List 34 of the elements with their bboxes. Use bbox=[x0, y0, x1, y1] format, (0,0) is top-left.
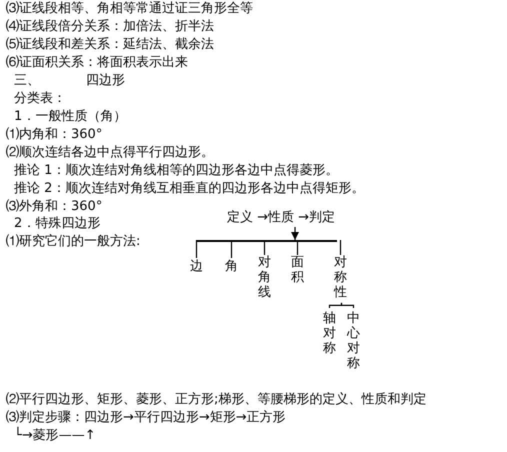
text-line: 三、 bbox=[14, 73, 40, 89]
connector-line bbox=[340, 240, 342, 255]
branch-text: 对称性 bbox=[334, 256, 347, 301]
branch-text: 对角线 bbox=[258, 256, 271, 301]
connector-line bbox=[340, 302, 354, 308]
branch-text: 边 bbox=[190, 259, 203, 275]
text-line: 推论 1：顺次连结对角线相等的四边形各边中点得菱形。 bbox=[14, 163, 338, 179]
arrow bbox=[291, 227, 300, 240]
branch-text: 面积 bbox=[291, 256, 304, 286]
connector-line bbox=[230, 240, 232, 258]
text-line: ⑶证线段相等、角相等常通过证三角形全等 bbox=[6, 1, 253, 17]
method-flow-text: 定义 →性质 →判定 bbox=[227, 210, 336, 226]
text-line: 推论 2：顺次连结对角线互相垂直的四边形各边中点得矩形。 bbox=[14, 181, 364, 197]
text-line: ⑵平行四边形、矩形、菱形、正方形;梯形、等腰梯形的定义、性质和判定 bbox=[6, 392, 426, 408]
text-line: ⑶外角和：360° bbox=[6, 199, 102, 215]
text-line: └→菱形——↑ bbox=[14, 428, 96, 444]
text-line: ⑹证面积关系：将面积表示出来 bbox=[6, 55, 188, 71]
text-line: 四边形 bbox=[86, 73, 125, 89]
text-line: ⑸证线段和差关系：延结法、截余法 bbox=[6, 37, 214, 53]
text-line: 1．一般性质（角） bbox=[14, 109, 126, 125]
branch-text: 角 bbox=[225, 259, 238, 275]
branch-text: 轴对称 bbox=[323, 312, 336, 357]
text-line: ⑴研究它们的一般方法: bbox=[6, 234, 140, 250]
connector-line bbox=[196, 240, 198, 258]
text-line: ⑵顺次连结各边中点得平行四边形。 bbox=[6, 145, 214, 161]
text-line: 2．特殊四边形 bbox=[14, 216, 100, 232]
text-line: 分类表： bbox=[14, 91, 66, 107]
connector-line bbox=[296, 240, 298, 255]
text-line: ⑶判定步骤：四边形→平行四边形→矩形→正方形 bbox=[6, 410, 286, 426]
connector-line bbox=[264, 240, 266, 255]
text-line: ⑷证线段倍分关系：加倍法、折半法 bbox=[6, 19, 214, 35]
connector-line bbox=[328, 302, 342, 308]
text-line: ⑴内角和：360° bbox=[6, 127, 102, 143]
branch-text: 中心对称 bbox=[347, 312, 360, 372]
